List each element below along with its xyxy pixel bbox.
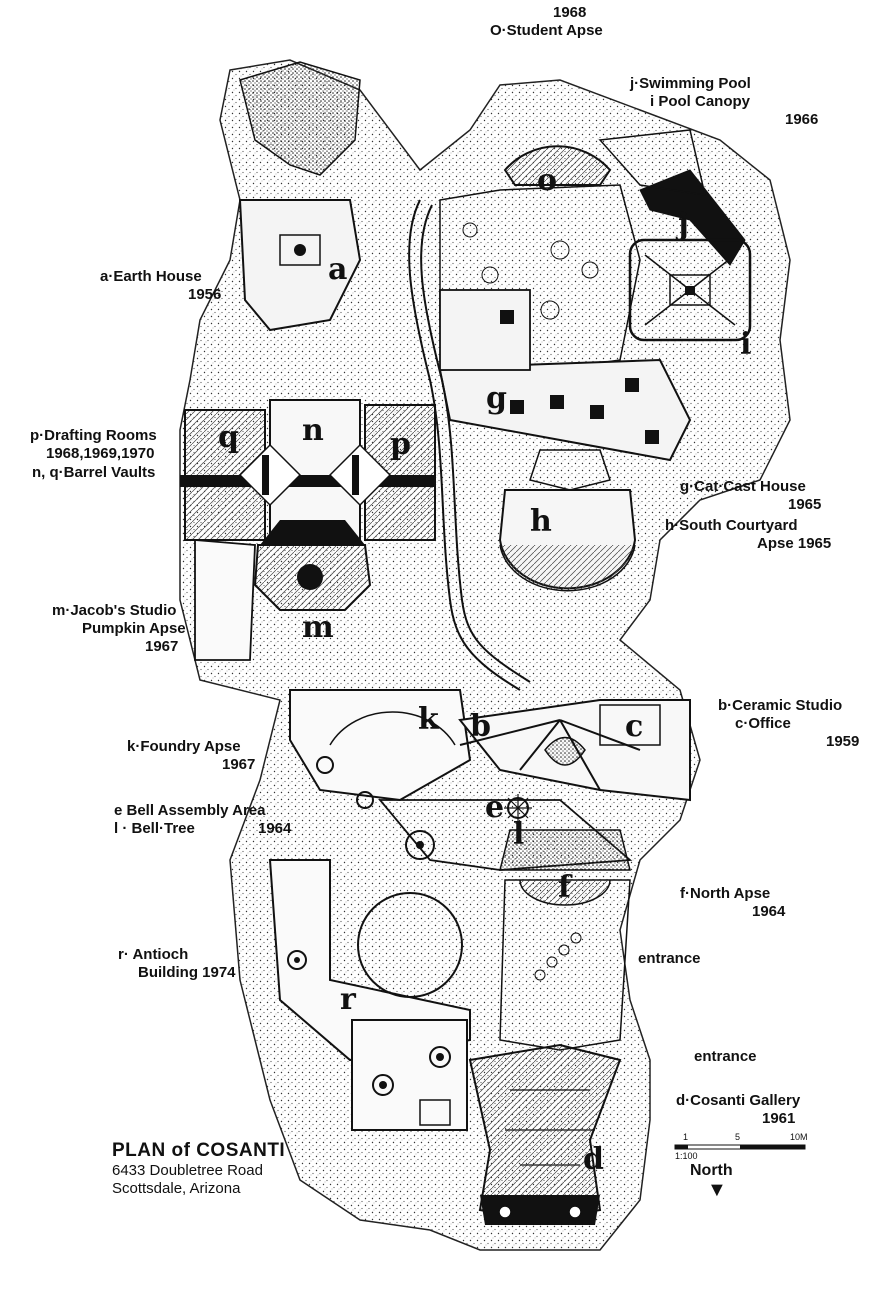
antioch-annex — [351, 1019, 468, 1131]
north-label: North — [690, 1162, 733, 1179]
scale-ratio: 1:100 — [675, 1151, 698, 1161]
marker-j: j — [678, 207, 689, 242]
label-north-apse-year: 1964 — [752, 903, 786, 920]
label-cat-cast-house: g·Cat·Cast House — [680, 478, 806, 495]
label-drafting-rooms-years: 1968,1969,1970 — [46, 445, 155, 462]
label-drafting-rooms: p·Drafting Rooms — [30, 427, 157, 444]
cosanti-gallery — [468, 1043, 622, 1222]
label-student-apse: O·Student Apse — [490, 22, 603, 39]
label-earth-house: a·Earth House — [100, 268, 202, 285]
plan-title-block: PLAN of COSANTI 6433 Doubletree Road Sco… — [112, 1140, 285, 1198]
label-pumpkin-apse: Pumpkin Apse — [82, 620, 186, 637]
marker-i: i — [740, 327, 752, 362]
scale-bar — [674, 1144, 806, 1150]
label-bell-tree: l · Bell·Tree — [114, 820, 195, 837]
label-earth-house-year: 1956 — [188, 286, 222, 303]
label-swimming-pool: j·Swimming Pool — [630, 75, 751, 92]
plan-address: 6433 Doubletree Road — [112, 1162, 263, 1179]
label-foundry-apse: k·Foundry Apse — [127, 738, 241, 755]
marker-r: r — [340, 982, 356, 1017]
marker-c: c — [625, 709, 644, 744]
earth-house-rock — [239, 61, 361, 176]
marker-n: n — [302, 413, 324, 448]
label-jacobs-studio: m·Jacob's Studio — [52, 602, 177, 619]
label-pool-canopy: i Pool Canopy — [650, 93, 751, 110]
marker-o: o — [537, 163, 558, 198]
marker-d: d — [583, 1142, 604, 1177]
label-entrance-south: entrance — [694, 1048, 757, 1065]
north-arrow-icon: ▼ — [707, 1179, 727, 1201]
antioch-building — [268, 859, 471, 1062]
marker-e: e — [485, 790, 505, 825]
marker-k: k — [418, 702, 439, 737]
scale-tick-10: 10M — [790, 1132, 808, 1142]
marker-b: b — [470, 709, 491, 744]
label-cosanti-gallery: d·Cosanti Gallery — [676, 1092, 801, 1109]
label-ceramic-studio: b·Ceramic Studio — [718, 697, 843, 714]
marker-a: a — [328, 252, 348, 287]
label-antioch-line2: Building 1974 — [138, 964, 236, 981]
plan-title: PLAN of COSANTI — [112, 1140, 286, 1161]
scale-tick-1: 1 — [683, 1132, 689, 1142]
drafting-building — [439, 289, 531, 371]
label-south-courtyard: h·South Courtyard — [665, 517, 798, 534]
label-foundry-apse-year: 1967 — [222, 756, 256, 773]
label-north-apse: f·North Apse — [680, 885, 771, 902]
label-antioch: r· Antioch — [118, 946, 189, 963]
label-barrel-vaults: n, q·Barrel Vaults — [32, 464, 156, 481]
marker-f: f — [558, 870, 571, 905]
label-entrance-north: entrance — [638, 950, 701, 967]
winding-path — [408, 199, 521, 691]
label-cat-cast-house-year: 1965 — [788, 496, 822, 513]
marker-q: q — [218, 420, 239, 455]
pool-canopy — [628, 238, 752, 342]
marker-h: h — [530, 504, 552, 539]
marker-p: p — [390, 427, 411, 462]
scale-tick-5: 5 — [735, 1132, 741, 1142]
label-cosanti-gallery-year: 1961 — [762, 1110, 796, 1127]
label-bell-assembly: e Bell Assembly Area — [114, 802, 266, 819]
label-pumpkin-apse-year: 1967 — [145, 638, 179, 655]
marker-l: l — [513, 817, 525, 852]
label-office-year: 1959 — [826, 733, 860, 750]
label-pool-year: 1966 — [785, 111, 819, 128]
marker-g: g — [486, 381, 507, 416]
marker-m: m — [302, 610, 334, 645]
plan-city: Scottsdale, Arizona — [112, 1180, 241, 1197]
label-bell-tree-year: 1964 — [258, 820, 292, 837]
label-south-courtyard-line2: Apse 1965 — [757, 535, 832, 552]
label-student-apse-year: 1968 — [553, 4, 587, 21]
jacobs-studio — [194, 539, 256, 661]
bell-tree — [499, 829, 631, 871]
student-apse — [503, 145, 612, 186]
label-office: c·Office — [735, 715, 791, 732]
